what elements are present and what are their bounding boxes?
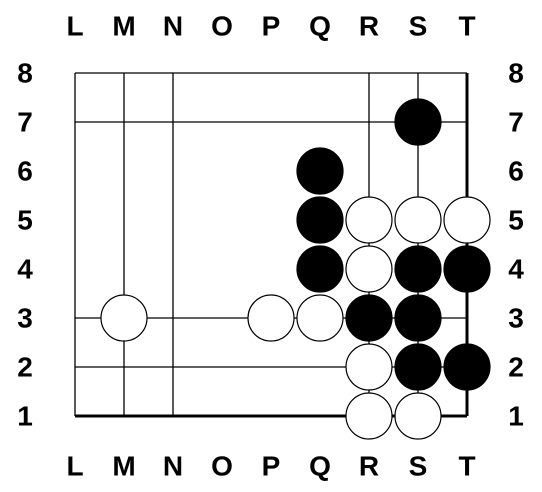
white-stone-R4[interactable] [345, 245, 393, 293]
col-label-bottom-T: T [458, 451, 475, 482]
col-label-bottom-M: M [112, 451, 135, 482]
row-label-right-7: 7 [508, 107, 524, 138]
row-label-left-1: 1 [17, 401, 33, 432]
white-stone-T5[interactable] [443, 196, 491, 244]
col-label-top-O: O [211, 11, 233, 42]
row-label-right-6: 6 [508, 156, 524, 187]
white-stone-Q3[interactable] [296, 294, 344, 342]
row-label-right-3: 3 [508, 303, 524, 334]
white-stone-P3[interactable] [247, 294, 295, 342]
row-label-left-4: 4 [17, 254, 33, 285]
col-label-bottom-O: O [211, 451, 233, 482]
black-stone-S3[interactable] [394, 294, 442, 342]
board-stones [100, 98, 491, 440]
black-stone-R3[interactable] [345, 294, 393, 342]
col-label-bottom-Q: Q [309, 451, 331, 482]
white-stone-R5[interactable] [345, 196, 393, 244]
col-label-top-N: N [163, 11, 183, 42]
row-label-right-4: 4 [508, 254, 524, 285]
row-label-left-8: 8 [17, 58, 33, 89]
row-label-right-1: 1 [508, 401, 524, 432]
black-stone-Q6[interactable] [296, 147, 344, 195]
col-label-bottom-R: R [359, 451, 379, 482]
col-label-top-M: M [112, 11, 135, 42]
black-stone-S4[interactable] [394, 245, 442, 293]
black-stone-Q4[interactable] [296, 245, 344, 293]
col-label-top-T: T [458, 11, 475, 42]
col-label-bottom-L: L [66, 451, 83, 482]
row-label-right-5: 5 [508, 205, 524, 236]
col-label-bottom-N: N [163, 451, 183, 482]
row-label-left-3: 3 [17, 303, 33, 334]
black-stone-S7[interactable] [394, 98, 442, 146]
col-label-top-Q: Q [309, 11, 331, 42]
col-label-bottom-P: P [262, 451, 281, 482]
black-stone-Q5[interactable] [296, 196, 344, 244]
col-label-top-L: L [66, 11, 83, 42]
row-label-left-6: 6 [17, 156, 33, 187]
white-stone-M3[interactable] [100, 294, 148, 342]
white-stone-R1[interactable] [345, 392, 393, 440]
white-stone-R2[interactable] [345, 343, 393, 391]
white-stone-S1[interactable] [394, 392, 442, 440]
row-label-left-7: 7 [17, 107, 33, 138]
col-label-top-P: P [262, 11, 281, 42]
row-label-right-8: 8 [508, 58, 524, 89]
black-stone-T4[interactable] [443, 245, 491, 293]
row-label-right-2: 2 [508, 352, 524, 383]
row-label-left-2: 2 [17, 352, 33, 383]
col-label-top-S: S [409, 11, 428, 42]
black-stone-T2[interactable] [443, 343, 491, 391]
black-stone-S2[interactable] [394, 343, 442, 391]
col-label-top-R: R [359, 11, 379, 42]
row-label-left-5: 5 [17, 205, 33, 236]
col-label-bottom-S: S [409, 451, 428, 482]
white-stone-S5[interactable] [394, 196, 442, 244]
